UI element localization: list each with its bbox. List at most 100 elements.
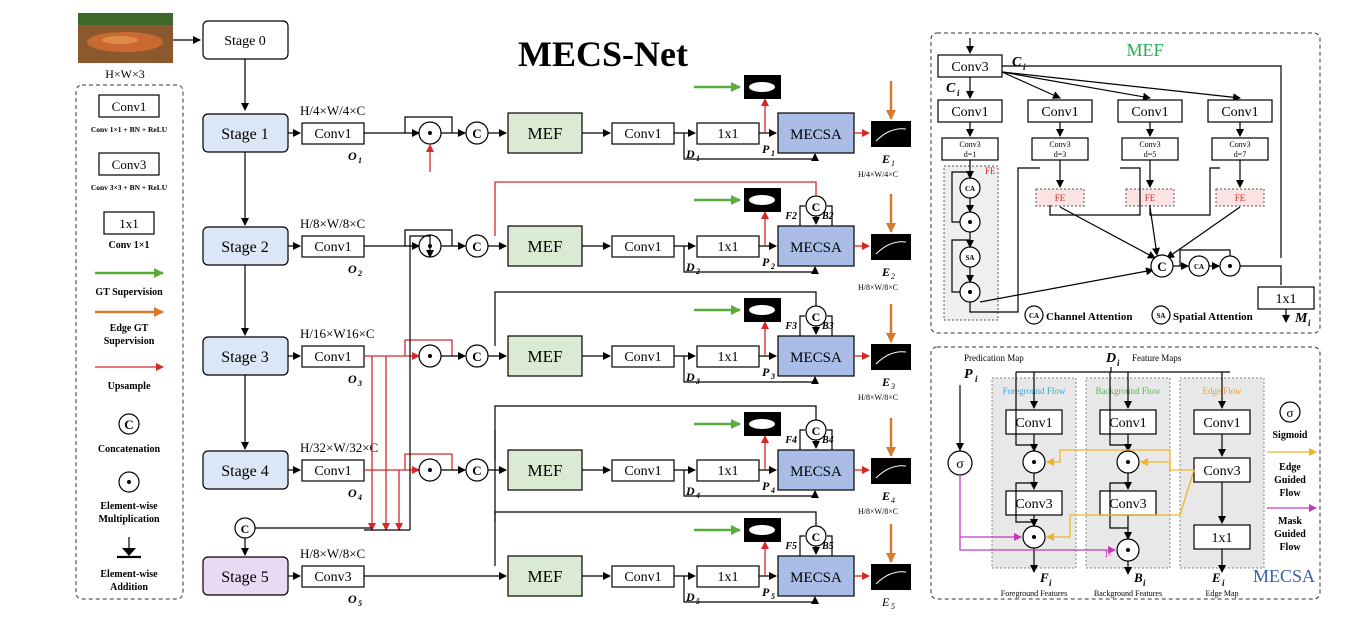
mef-panel-title: MEF	[1126, 40, 1163, 60]
svg-text:3: 3	[770, 372, 775, 381]
svg-text:Edge: Edge	[1279, 462, 1301, 473]
bg-conv1	[1099, 409, 1157, 435]
legend-conv1-box	[98, 94, 160, 118]
upsample-size: H/8×W/8×C	[858, 507, 898, 516]
upsample-size: H/4×W/4×C	[858, 170, 898, 179]
svg-text:Conv3: Conv3	[1203, 464, 1240, 479]
svg-text:Guided: Guided	[1274, 475, 1306, 486]
edge-1x1	[1193, 524, 1251, 550]
mecsa-label: MECSA	[790, 570, 842, 586]
mef-label: MEF	[528, 237, 563, 256]
svg-text:Conv1: Conv1	[1109, 416, 1146, 431]
legend-conv3: Conv3	[112, 157, 147, 172]
mecsa-block	[777, 335, 855, 377]
stage-label: Stage 5	[221, 569, 269, 586]
svg-text:Conv3: Conv3	[959, 140, 980, 149]
mecsa-ei: E	[1211, 570, 1221, 585]
input-size-label: H×W×3	[105, 67, 145, 81]
f-label: F5	[784, 541, 797, 552]
size-label: H/16×W16×C	[300, 326, 375, 341]
edge-map	[871, 564, 911, 590]
legend-concat-symbol: C	[124, 417, 133, 432]
legend-1x1-desc: Conv 1×1	[109, 240, 150, 251]
legend-edge-gt-2: Supervision	[104, 336, 155, 347]
stage-label: Stage 3	[221, 349, 269, 366]
conv1-label: Conv1	[624, 240, 661, 255]
svg-text:4: 4	[891, 496, 895, 505]
mef-label: MEF	[528, 124, 563, 143]
svg-text:1: 1	[696, 154, 700, 163]
svg-text:i: i	[1308, 318, 1311, 328]
svg-text:Conv1: Conv1	[1015, 416, 1052, 431]
svg-text:FE: FE	[1145, 193, 1156, 203]
dilation-label: d=5	[1144, 150, 1157, 159]
input-image	[78, 13, 173, 63]
svg-text:Conv1: Conv1	[1221, 105, 1258, 120]
svg-text:Mask: Mask	[1278, 516, 1302, 527]
o-sub: 3	[357, 379, 362, 388]
f-label: F3	[784, 321, 797, 332]
fe-block	[1035, 188, 1085, 207]
b-label: B5	[821, 541, 834, 552]
svg-text:C: C	[812, 200, 821, 214]
svg-text:SA: SA	[1157, 312, 1166, 320]
e-label: E	[881, 265, 890, 279]
svg-text:FE: FE	[1055, 193, 1066, 203]
svg-text:1x1: 1x1	[1212, 531, 1233, 546]
svg-text:Conv3: Conv3	[1015, 497, 1052, 512]
bg-features-label: Background Features	[1094, 589, 1162, 598]
legend-mult-2: Multiplication	[98, 514, 160, 525]
dilation-label: d=7	[1234, 150, 1247, 159]
svg-text:i: i	[1143, 578, 1146, 588]
svg-text:4: 4	[695, 491, 700, 500]
f-label: F4	[784, 435, 797, 446]
svg-text:SA: SA	[966, 254, 975, 262]
fg-conv3	[1005, 490, 1063, 516]
p-label: P	[762, 585, 770, 599]
svg-text:2: 2	[891, 272, 895, 281]
svg-text:CA: CA	[1029, 312, 1039, 320]
svg-text:i: i	[1023, 62, 1026, 72]
svg-text:4: 4	[770, 486, 775, 495]
d-label: D	[685, 590, 695, 604]
svg-text:Guided: Guided	[1274, 529, 1306, 540]
diagram-title: MECS-Net	[518, 34, 688, 74]
mef-panel: MEF Conv3 C i C i Conv1Conv3d=1Conv1Conv…	[930, 32, 1321, 334]
sigmoid-icon	[1279, 401, 1301, 423]
svg-text:C: C	[812, 530, 821, 544]
svg-text:C: C	[812, 310, 821, 324]
upsample-size: H/8×W/8×C	[858, 283, 898, 292]
svg-text:CA: CA	[1194, 263, 1204, 271]
svg-text:i: i	[1222, 578, 1225, 588]
conv-label: Conv1	[314, 350, 351, 365]
size-label: H/8×W/8×C	[300, 546, 365, 561]
legend-mult-1: Element-wise	[100, 501, 158, 512]
mecsa-panel: MECSA Predication Map D i Feature Maps P…	[930, 346, 1321, 600]
mef-ci-left: C	[946, 81, 956, 96]
svg-text:3: 3	[695, 377, 700, 386]
upsample-links: C	[234, 144, 496, 556]
concat-symbol: C	[472, 239, 481, 254]
svg-text:Conv3: Conv3	[1049, 140, 1070, 149]
mef-label: MEF	[528, 347, 563, 366]
bg-conv3	[1099, 490, 1157, 516]
edge-map	[871, 344, 911, 370]
mecsa-label: MECSA	[790, 127, 842, 143]
legend-conv1: Conv1	[112, 99, 147, 114]
mef-conv3-label: Conv3	[951, 60, 988, 75]
svg-text:2: 2	[695, 267, 700, 276]
svg-text:σ: σ	[1286, 405, 1293, 420]
svg-text:C: C	[241, 522, 250, 536]
sigmoid-label: Sigmoid	[1272, 430, 1307, 441]
svg-text:5: 5	[891, 602, 895, 611]
legend-concat-icon	[118, 413, 140, 435]
mecsa-block	[777, 449, 855, 491]
edge-map	[871, 458, 911, 484]
